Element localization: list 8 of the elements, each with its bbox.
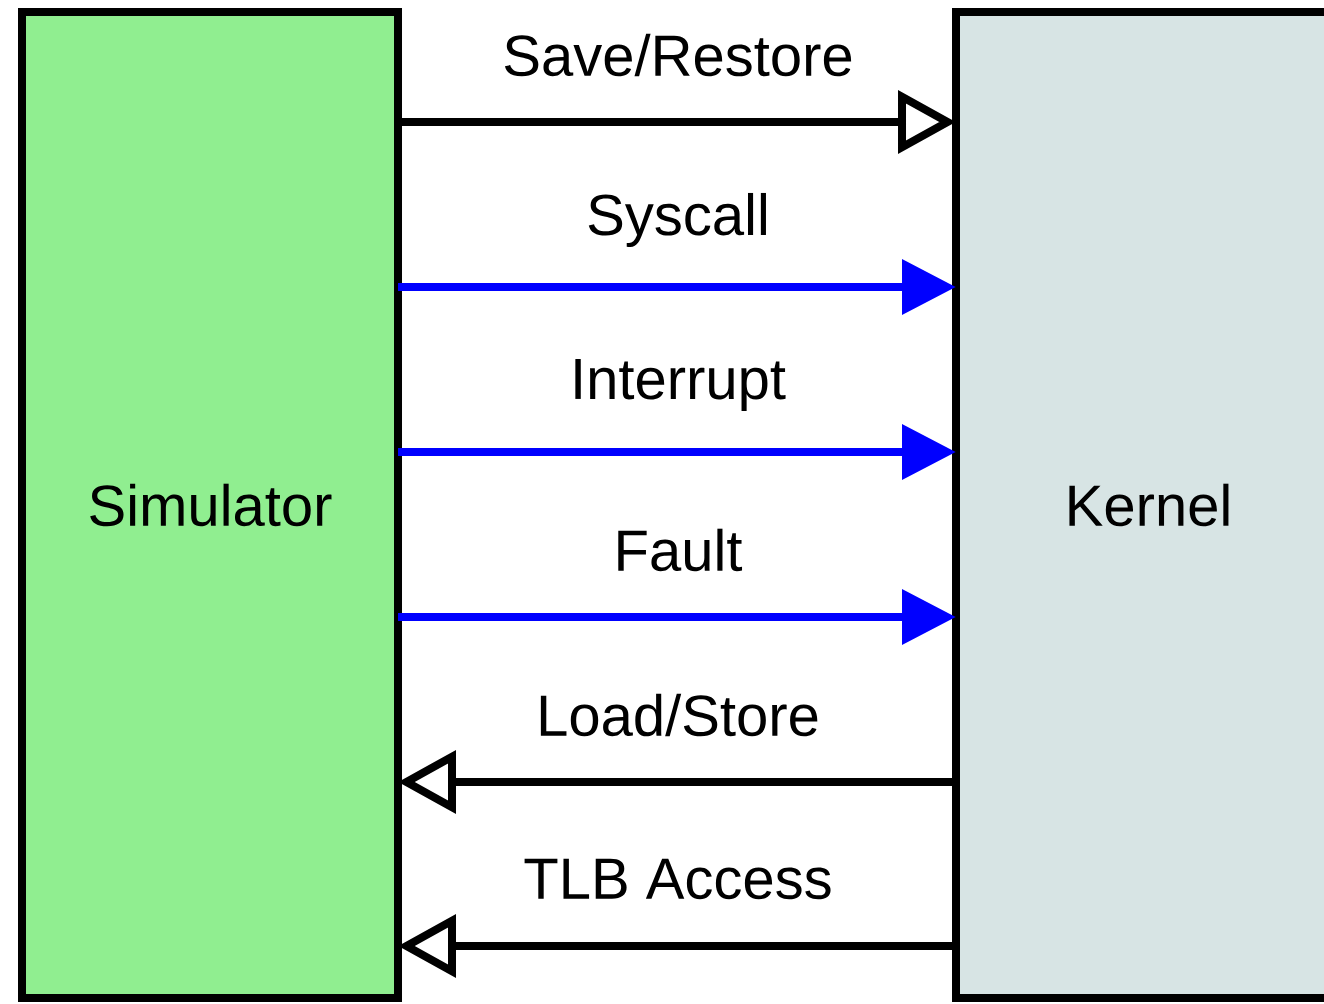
edge-label: TLB Access	[524, 858, 831, 900]
block-box: Kernel	[952, 8, 1324, 1002]
edge-label: Syscall	[588, 192, 766, 247]
block-box: Simulator	[18, 8, 402, 1002]
edge-label: Interrupt	[575, 359, 786, 411]
edge-label: Load/Store	[540, 693, 818, 737]
edge-label: Fault	[618, 528, 743, 572]
edge-label: Save/Restore	[504, 33, 852, 77]
